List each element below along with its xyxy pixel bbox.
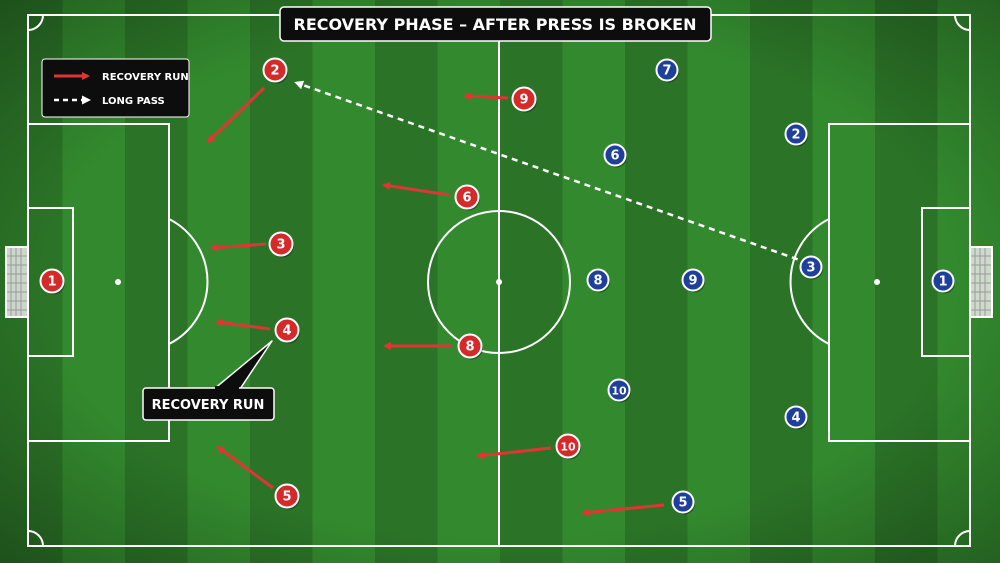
player-marker [457,333,483,359]
player-number: 4 [282,324,291,339]
player-number: 5 [282,490,291,505]
player-number: 6 [462,191,471,206]
player-red-8: 8 [457,333,483,360]
player-blue-9: 9 [681,268,705,293]
corner-arc-top-right [954,14,971,31]
left-penalty-arc [168,218,209,345]
corner-arc-top-left [27,14,44,31]
player-marker [671,490,695,514]
player-number: 7 [662,64,671,79]
player-marker [39,268,65,294]
player-number: 2 [270,64,279,79]
player-marker [454,184,480,210]
recovery-run-arrow-5 [216,445,274,490]
player-marker [511,86,537,112]
player-marker [586,268,610,292]
title-box: RECOVERY PHASE – AFTER PRESS IS BROKEN [279,6,712,42]
player-marker [931,269,955,293]
player-red-2: 2 [262,57,288,84]
player-blue-7: 7 [655,58,679,83]
right-penalty-spot [874,279,880,285]
player-number: 2 [791,128,800,143]
player-blue-2: 2 [784,122,808,147]
player-marker [262,57,288,83]
long-pass-arrow [294,80,809,265]
player-number: 8 [465,340,474,355]
recovery-run-arrow-2 [206,86,266,144]
recovery-run-arrow-9 [463,92,509,101]
player-blue-1: 1 [931,269,955,294]
player-marker [603,143,627,167]
player-red-4: 4 [274,317,300,344]
player-number: 4 [791,411,800,426]
corner-arc-bottom-left [27,530,44,547]
player-number: 10 [560,441,576,454]
players-layer: 1 2 3 4 5 6 8 9 10 1 2 3 4 5 6 7 8 9 10 [39,57,955,515]
left-goal [5,246,29,318]
player-number: 6 [610,149,619,164]
player-blue-6: 6 [603,143,627,168]
player-marker [784,405,808,429]
player-blue-10: 10 [607,378,631,403]
recovery-run-arrow-blue-5 [581,503,665,517]
player-red-6: 6 [454,184,480,211]
player-number: 1 [938,275,947,290]
player-marker [799,255,823,279]
player-marker [655,58,679,82]
centre-spot [496,279,502,285]
right-penalty-arc [789,218,830,345]
recovery-run-callout: RECOVERY RUN [142,340,275,421]
player-red-9: 9 [511,86,537,113]
recovery-run-arrow-6 [382,181,450,197]
player-red-10: 10 [555,433,581,460]
player-number: 10 [611,385,627,398]
player-number: 9 [688,274,697,289]
legend: RECOVERY RUN LONG PASS [41,58,190,118]
player-blue-8: 8 [586,268,610,293]
recovery-run-arrows [206,86,665,517]
player-marker [274,317,300,343]
player-blue-3: 3 [799,255,823,280]
recovery-run-arrow-3 [210,242,267,252]
legend-long-pass-label: LONG PASS [102,96,165,107]
player-red-1: 1 [39,268,65,295]
right-goal [969,246,993,318]
corner-arc-bottom-right [954,530,971,547]
player-number: 3 [806,261,815,276]
centre-circle [427,210,571,354]
callout-text: RECOVERY RUN [152,398,265,413]
player-red-3: 3 [268,231,294,258]
player-marker [607,378,631,402]
player-number: 5 [678,496,687,511]
player-number: 3 [276,238,285,253]
left-penalty-spot [115,279,121,285]
player-marker [274,483,300,509]
player-number: 9 [519,93,528,108]
player-red-5: 5 [274,483,300,510]
legend-recovery-run-label: RECOVERY RUN [102,72,189,83]
player-marker [784,122,808,146]
player-marker [268,231,294,257]
recovery-run-arrow-4 [215,318,271,331]
diagram-title: RECOVERY PHASE – AFTER PRESS IS BROKEN [294,15,697,34]
player-blue-4: 4 [784,405,808,430]
player-number: 1 [47,275,56,290]
recovery-run-arrow-10 [476,446,552,460]
player-marker [681,268,705,292]
player-number: 8 [593,274,602,289]
player-marker [555,433,581,459]
player-blue-5: 5 [671,490,695,515]
